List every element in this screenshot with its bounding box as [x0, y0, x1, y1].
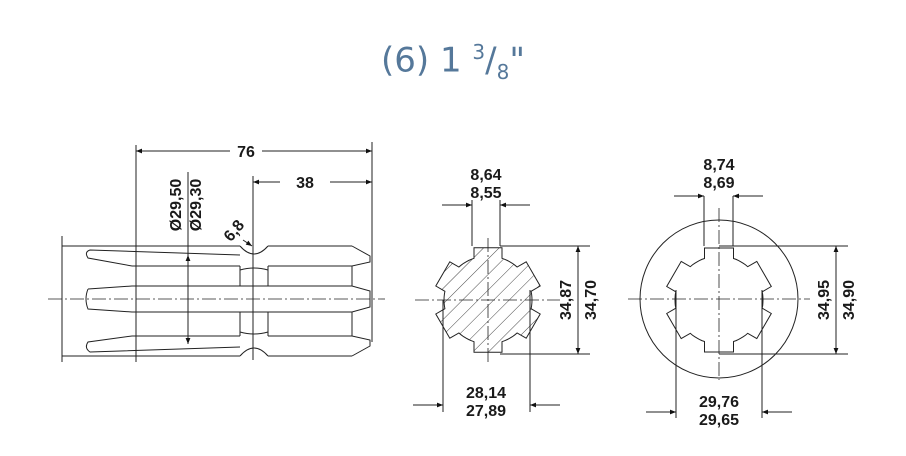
dim-diameter-max: Ø29,50: [168, 179, 185, 232]
dim-tooth-width-max: 8,64: [470, 167, 501, 184]
side-view: 76 38 Ø29,50 Ø29,30 6,8: [48, 142, 385, 362]
dim-length-half: 38: [296, 175, 314, 192]
dim-tooth-width-min: 8,55: [470, 185, 501, 202]
dim-hub-outer-dia-min: 34,90: [841, 280, 858, 320]
hub-cross-section: 8,74 8,69 34,95 34,90 29,76 29,65: [628, 157, 858, 429]
dim-root-dia-min: 27,89: [466, 403, 506, 420]
dim-outer-dia-max: 34,87: [558, 280, 575, 320]
dim-slot-width-max: 8,74: [703, 157, 734, 174]
title-denominator: 8: [496, 60, 510, 85]
dim-root-dia-max: 28,14: [466, 385, 506, 402]
dim-hub-root-dia-max: 29,76: [699, 394, 739, 411]
dim-outer-dia-min: 34,70: [583, 280, 600, 320]
dim-length-total: 76: [237, 144, 255, 161]
title-slash: /: [485, 40, 497, 81]
title-size: (6) 1: [381, 40, 473, 81]
dim-diameter-min: Ø29,30: [188, 179, 205, 232]
dim-hub-outer-dia-max: 34,95: [816, 280, 833, 320]
title-inch-mark: ": [509, 40, 525, 81]
shaft-cross-section: 8,64 8,55 34,87 34,70 28,14 27,89: [413, 167, 600, 420]
dim-hub-root-dia-min: 29,65: [699, 412, 739, 429]
drawing-title: (6) 1 3/8": [0, 40, 906, 84]
dim-slot-width-min: 8,69: [703, 175, 734, 192]
title-numerator: 3: [472, 40, 486, 64]
